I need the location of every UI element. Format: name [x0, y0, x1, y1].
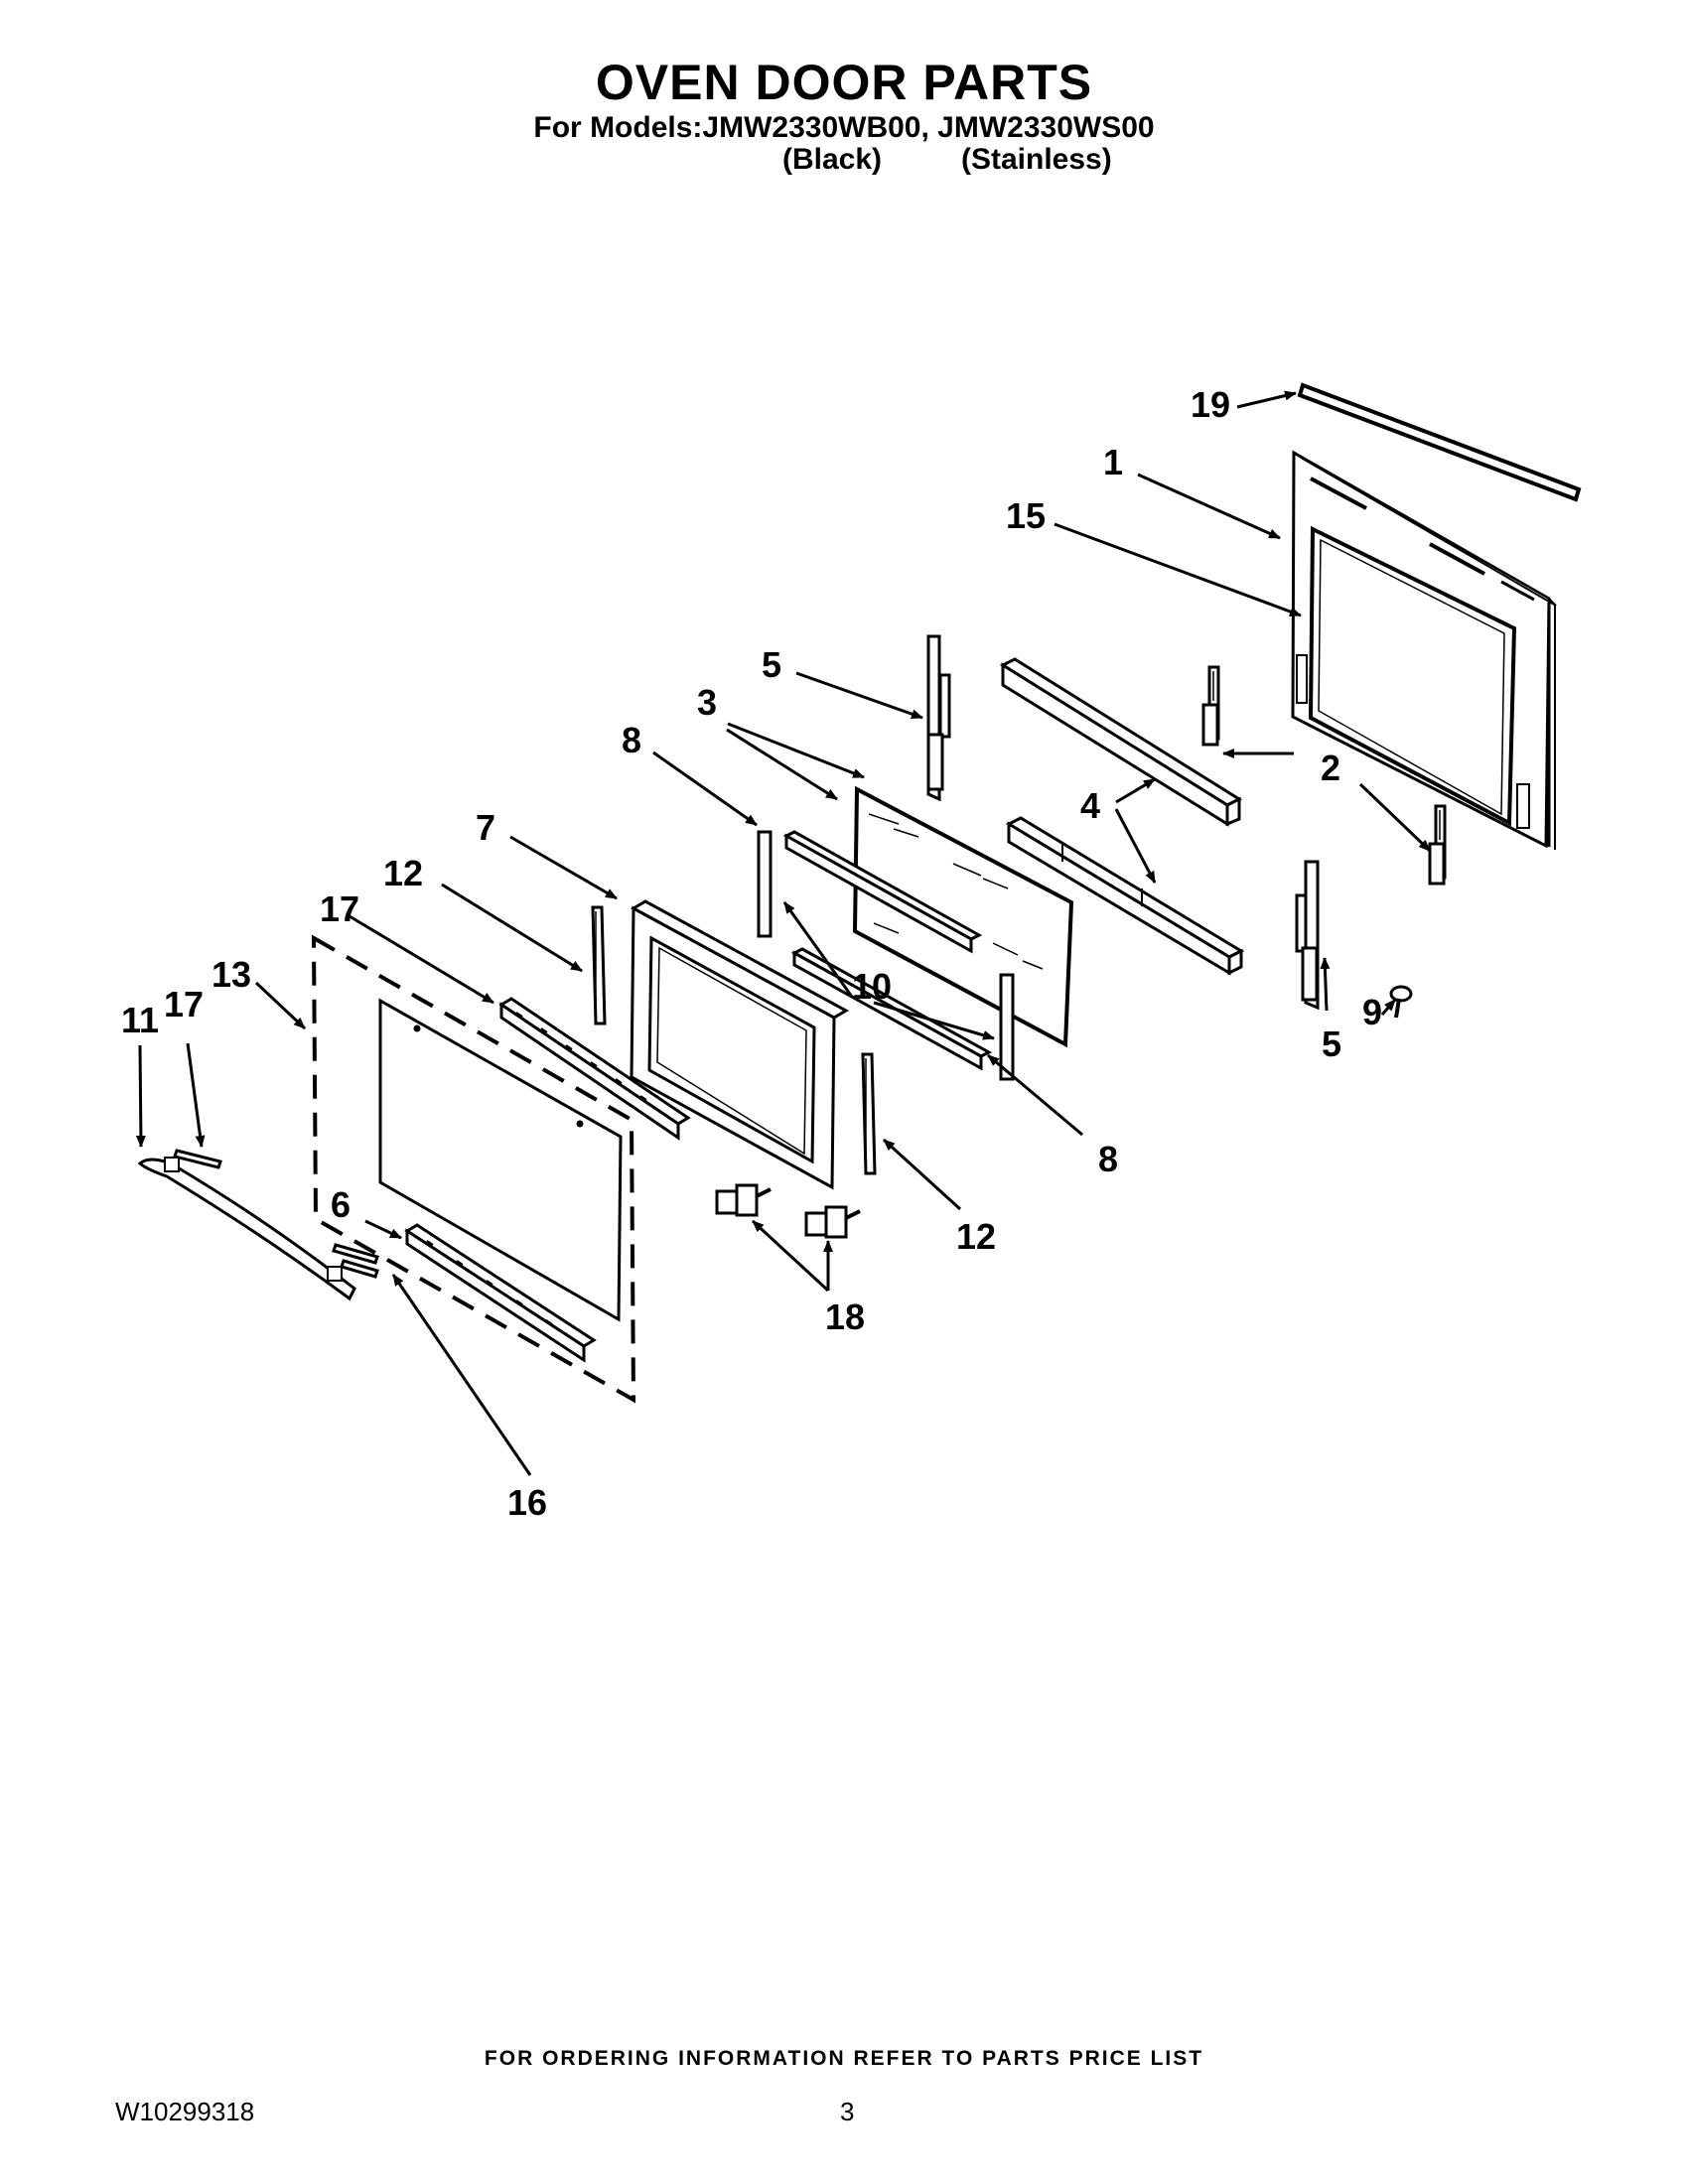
part-8-glass-retainer-upper — [782, 830, 983, 954]
part-10-spacer-left — [757, 830, 773, 938]
part-11-door-handle — [137, 1157, 356, 1301]
callout-7: 7 — [476, 807, 495, 848]
part-2-hinge-upper — [1201, 665, 1220, 747]
callout-4: 4 — [1080, 785, 1100, 826]
callout-8-lower: 8 — [1098, 1139, 1118, 1179]
callout-11: 11 — [121, 1000, 159, 1040]
part-1-outer-door-panel — [1291, 450, 1557, 850]
callout-19: 19 — [1191, 384, 1230, 425]
part-6-bottom-vent — [404, 1223, 597, 1363]
part-13-outer-glass-assembly — [311, 934, 636, 1404]
callout-17-lower: 17 — [164, 984, 204, 1024]
ordering-information-note: FOR ORDERING INFORMATION REFER TO PARTS … — [484, 2047, 1204, 2070]
part-10-spacer-right — [999, 973, 1015, 1081]
part-2-hinge-lower — [1428, 804, 1447, 886]
part-7-inner-door-frame — [630, 899, 850, 1190]
callout-10: 10 — [852, 966, 892, 1007]
part-4-lower-channel — [1005, 816, 1245, 976]
model-numbers: For Models:JMW2330WB00, JMW2330WS00 — [533, 111, 1155, 144]
callout-6: 6 — [331, 1184, 351, 1225]
part-4-upper-channel — [999, 657, 1243, 827]
callout-8-upper: 8 — [622, 720, 641, 760]
callout-18: 18 — [825, 1297, 865, 1337]
part-5-hinge-bracket-upper — [926, 634, 951, 802]
finish-label-stainless: (Stainless) — [961, 143, 1112, 176]
callout-5-upper: 5 — [762, 644, 781, 685]
part-17-small-strip — [173, 1149, 222, 1169]
page-number: 3 — [840, 2097, 855, 2126]
part-18-screw-left — [715, 1183, 772, 1217]
callout-numbers: 1 2 3 4 5 5 6 7 8 8 9 10 11 12 12 13 15 … — [121, 384, 1382, 1523]
callout-12-upper: 12 — [383, 853, 423, 893]
part-5-hinge-bracket-lower — [1295, 860, 1320, 1011]
part-18-screw-right — [804, 1205, 861, 1239]
part-19-trim-strip — [1297, 382, 1582, 502]
page-title: OVEN DOOR PARTS — [595, 55, 1093, 110]
callout-12-lower: 12 — [956, 1216, 996, 1257]
callout-9: 9 — [1362, 992, 1382, 1032]
part-12-side-trim-right — [861, 1052, 877, 1175]
callout-2: 2 — [1321, 748, 1340, 788]
callout-17-upper: 17 — [320, 888, 359, 929]
part-9-screw — [1389, 985, 1413, 1019]
callout-3: 3 — [697, 682, 717, 723]
part-12-side-trim-left — [591, 905, 607, 1025]
callout-5-lower: 5 — [1322, 1024, 1341, 1064]
leader-lines — [135, 390, 1432, 1476]
document-number: W10299318 — [115, 2097, 255, 2126]
callout-1: 1 — [1103, 442, 1123, 482]
callout-13: 13 — [211, 954, 251, 995]
callout-16: 16 — [507, 1482, 547, 1523]
finish-label-black: (Black) — [782, 143, 883, 176]
part-17-vent-strip — [498, 997, 691, 1141]
callout-15: 15 — [1006, 495, 1046, 536]
part-16-small-strip — [332, 1243, 379, 1279]
